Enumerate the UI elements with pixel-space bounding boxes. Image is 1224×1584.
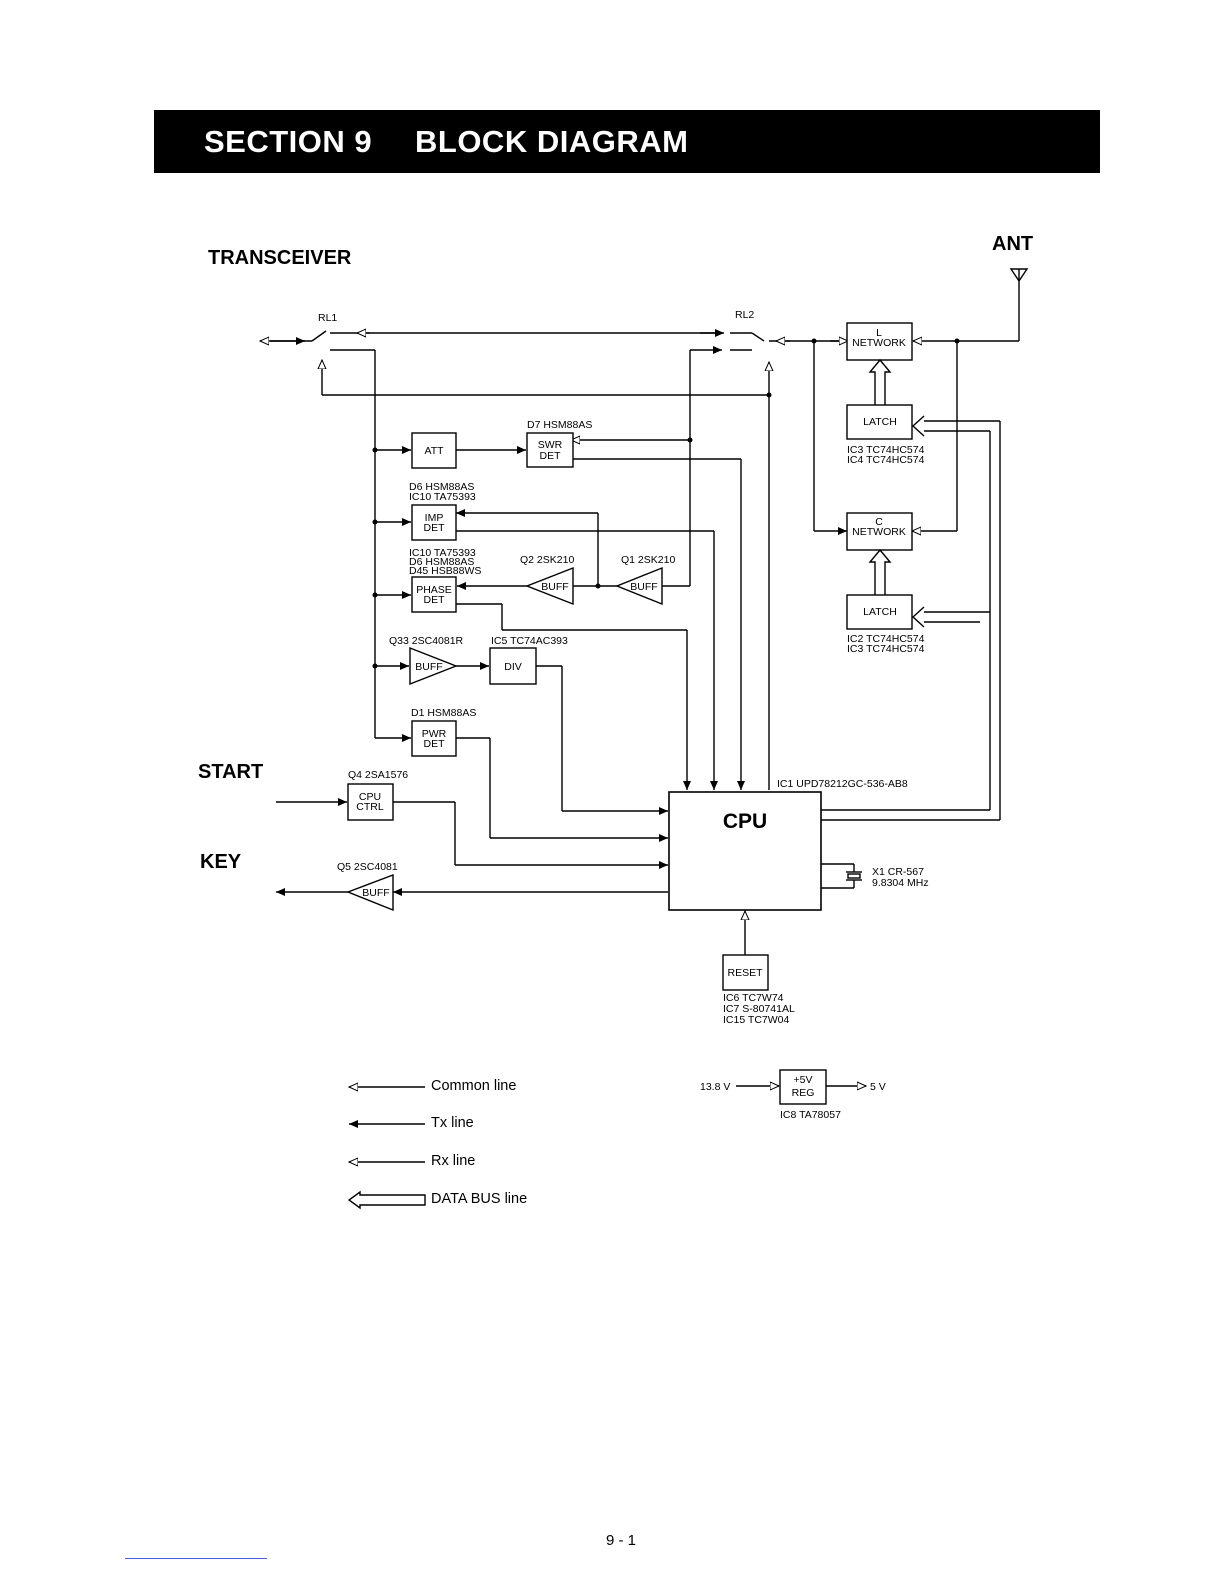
key-label: KEY — [200, 851, 242, 873]
latch1-ic-label-b: IC4 TC74HC574 — [847, 454, 925, 466]
imp-det-block — [411, 504, 457, 541]
q4-label: Q4 2SA1576 — [348, 769, 408, 781]
cpu-latch-bus — [821, 415, 1001, 821]
reg-ic-label: IC8 TA78057 — [780, 1109, 841, 1121]
d1-label: D1 HSM88AS — [411, 707, 476, 719]
reset-label: RESET — [727, 967, 763, 979]
cpu-ctrl-label-b: CTRL — [356, 801, 384, 813]
latch2-label: LATCH — [863, 606, 897, 618]
att-label: ATT — [424, 445, 444, 457]
legend-rx: Rx line — [431, 1153, 475, 1169]
c-network-label-b: NETWORK — [852, 526, 906, 538]
latch1-block — [846, 404, 913, 440]
cpu-ctrl-block — [347, 783, 394, 821]
div-label: DIV — [504, 661, 522, 673]
c-network-label-a: C — [875, 516, 883, 528]
start-label: START — [198, 761, 263, 783]
att-block — [411, 432, 457, 469]
latch2-ic-label-a: IC2 TC74HC574 — [847, 633, 925, 645]
q33-buff-label: BUFF — [415, 661, 442, 673]
cpu-label: CPU — [723, 810, 767, 833]
l-network-label-a: L — [876, 327, 882, 339]
q1-buff-block — [615, 566, 663, 606]
antenna-icon — [913, 268, 1029, 341]
section-title: BLOCK DIAGRAM — [415, 124, 689, 159]
ant-label: ANT — [992, 233, 1033, 255]
swr-det-label-b: DET — [540, 450, 562, 462]
d45-label: D45 HSB88WS — [409, 565, 481, 577]
reset-ic-label-c: IC15 TC7W04 — [723, 1014, 789, 1026]
legend-common: Common line — [431, 1078, 516, 1094]
d7-label: D7 HSM88AS — [527, 419, 592, 431]
rl1-label: RL1 — [318, 312, 337, 324]
pwr-det-block — [411, 720, 457, 757]
ic10-label-1: IC10 TA75393 — [409, 491, 476, 503]
phase-det-label-a: PHASE — [416, 584, 452, 596]
q33-buff-block — [409, 646, 458, 686]
q1-buff-label: BUFF — [630, 581, 657, 593]
x1-label-a: X1 CR-567 — [872, 866, 924, 878]
q5-buff-block — [346, 873, 394, 912]
rf-path — [260, 331, 849, 790]
ic1-label: IC1 UPD78212GC-536-AB8 — [777, 778, 908, 790]
phase-det-block — [411, 576, 457, 613]
footer-divider — [125, 1558, 267, 1559]
section-header-bar: SECTION 9 BLOCK DIAGRAM — [154, 110, 1100, 173]
imp-det-label-b: DET — [424, 522, 446, 534]
reset-ic-label-b: IC7 S-80741AL — [723, 1003, 795, 1015]
data-bus-arrows — [868, 358, 892, 595]
q2-buff-label: BUFF — [541, 581, 568, 593]
transceiver-label: TRANSCEIVER — [208, 247, 352, 269]
ic10-label-2: IC10 TA75393 — [409, 547, 476, 559]
d6-label-1: D6 HSM88AS — [409, 481, 474, 493]
legend — [347, 1087, 426, 1210]
latch2-block — [846, 594, 913, 630]
reg-label-b: REG — [792, 1087, 815, 1099]
page-number: 9 - 1 — [606, 1532, 636, 1549]
section-number: SECTION 9 — [204, 124, 373, 159]
reset-ic-label-a: IC6 TC7W74 — [723, 992, 784, 1004]
pwr-det-label-b: DET — [424, 738, 446, 750]
cpu-ctrl-label-a: CPU — [359, 791, 381, 803]
reg-out-label: 5 V — [870, 1081, 886, 1093]
crystal-icon — [821, 863, 862, 889]
reg-in-label: 13.8 V — [700, 1081, 730, 1093]
reg-label-a: +5V — [794, 1074, 813, 1086]
q1-label: Q1 2SK210 — [621, 554, 675, 566]
q2-label: Q2 2SK210 — [520, 554, 574, 566]
latch2-ic-label-b: IC3 TC74HC574 — [847, 643, 925, 655]
junction-dots — [372, 338, 960, 669]
phase-det-label-b: DET — [424, 594, 446, 606]
q5-label: Q5 2SC4081 — [337, 861, 398, 873]
l-network-label-b: NETWORK — [852, 337, 906, 349]
reset-block — [722, 954, 769, 991]
legend-tx: Tx line — [431, 1115, 474, 1131]
latch1-label: LATCH — [863, 416, 897, 428]
div-block — [489, 647, 537, 685]
swr-det-block — [526, 432, 574, 468]
pwr-det-label-a: PWR — [422, 728, 447, 740]
rl2-label: RL2 — [735, 309, 754, 321]
d6-label-2: D6 HSM88AS — [409, 556, 474, 568]
imp-det-label-a: IMP — [425, 512, 444, 524]
legend-databus: DATA BUS line — [431, 1191, 527, 1207]
reg-block — [779, 1069, 827, 1105]
x1-label-b: 9.8304 MHz — [872, 877, 929, 889]
swr-det-label-a: SWR — [538, 439, 563, 451]
q5-buff-label: BUFF — [362, 887, 389, 899]
q33-label: Q33 2SC4081R — [389, 635, 464, 647]
ic5-label: IC5 TC74AC393 — [491, 635, 568, 647]
latch1-ic-label-a: IC3 TC74HC574 — [847, 444, 925, 456]
q2-buff-block — [525, 566, 574, 606]
